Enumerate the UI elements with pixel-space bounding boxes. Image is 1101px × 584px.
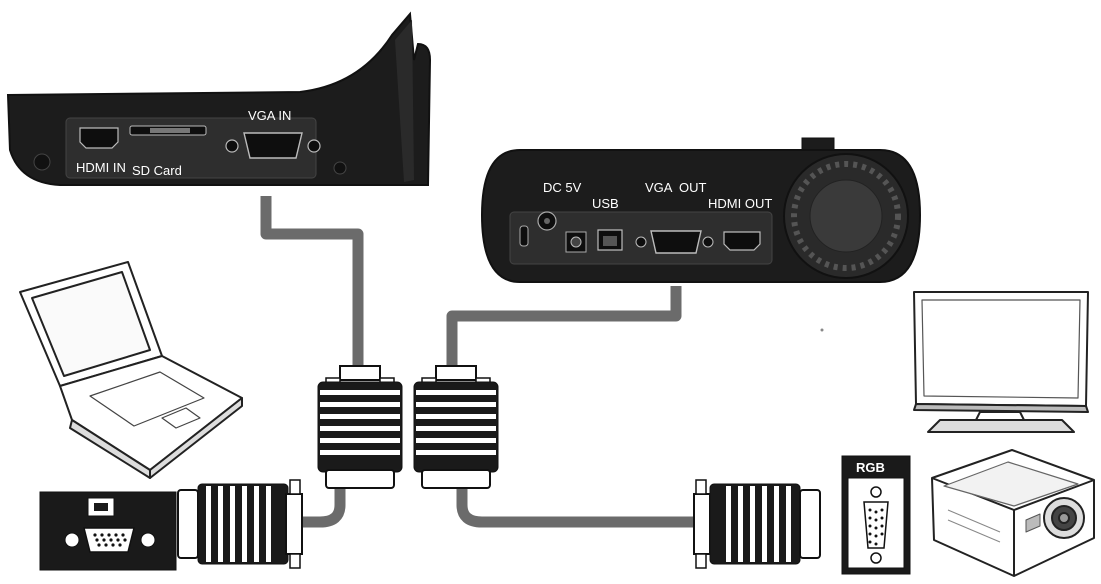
label-dc-5v: DC 5V — [543, 180, 582, 195]
camera-side-button — [333, 161, 347, 175]
camera-head: HDMI IN SD Card VGA IN — [6, 11, 432, 186]
power-switch — [519, 225, 529, 247]
projector-icon — [931, 449, 1095, 577]
label-usb: USB — [592, 196, 619, 211]
cables — [260, 196, 700, 528]
label-hdmi-out: HDMI OUT — [708, 196, 772, 211]
vga-in-port — [225, 132, 321, 159]
rotation-dial — [783, 153, 909, 279]
label-sd-card: SD Card — [132, 163, 182, 178]
cable-vga-out — [446, 286, 682, 372]
hdmi-in-port — [79, 127, 119, 149]
vga-out-port — [635, 230, 714, 254]
vga-connector-icon — [317, 365, 403, 489]
label-vga-out: VGA OUT — [645, 180, 706, 195]
stray-dot — [820, 328, 824, 332]
cable-to-pc — [300, 485, 346, 528]
sd-card-inner — [150, 128, 190, 133]
label-rgb: RGB — [856, 460, 885, 475]
cable-vga-in — [260, 196, 364, 372]
base-unit: DC 5V USB VGA OUT HDMI OUT — [480, 137, 922, 283]
pc-vga-port-panel — [39, 491, 177, 571]
hdmi-out-port — [723, 231, 761, 251]
cable-to-monitor — [456, 485, 700, 528]
monitor-icon — [913, 291, 1089, 433]
rgb-port-panel: RGB — [841, 455, 911, 575]
label-vga-in: VGA IN — [248, 108, 291, 123]
vga-connector-icon — [693, 479, 821, 569]
camera-lens-flap — [395, 20, 414, 182]
vga-connector-icon — [177, 479, 303, 569]
camera-rear-knob — [33, 153, 51, 171]
label-hdmi-in: HDMI IN — [76, 160, 126, 175]
laptop-icon — [19, 261, 243, 479]
vga-connector-icon — [413, 365, 499, 489]
